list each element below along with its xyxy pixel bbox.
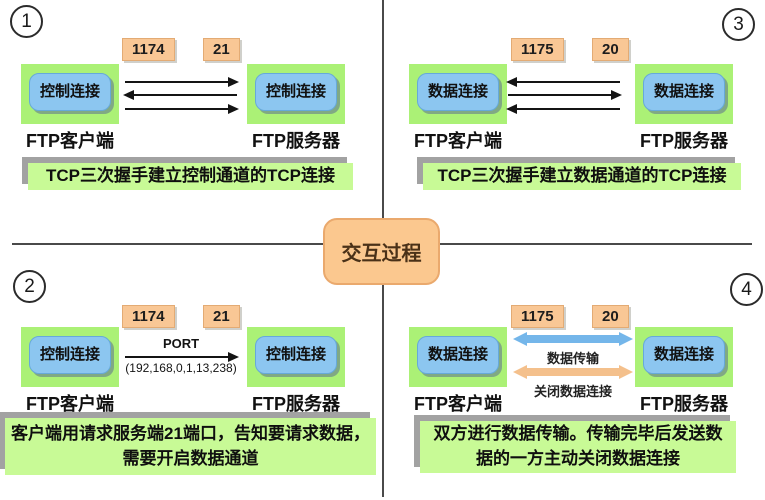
arrow-left-icon (506, 77, 620, 87)
close-connection-label: 关闭数据连接 (533, 384, 612, 399)
center-title-box: 交互过程 (323, 218, 440, 285)
step-3-caption: TCP三次握手建立数据通道的TCP连接 (423, 163, 741, 190)
arrow-right-icon (125, 352, 239, 362)
ftp-client-label: FTP客户端 (26, 394, 114, 414)
server-node-pad: 控制连接 (247, 64, 345, 124)
port-arguments-label: (192,168,0,1,13,238) (125, 361, 237, 375)
data-connection-chip: 数据连接 (417, 336, 499, 374)
quadrant-2-port-request: 2 1174 21 控制连接 控制连接 PORT (192,168,0,1,13… (0, 244, 382, 500)
data-transfer-label: 数据传输 (546, 351, 599, 366)
caption-line: 需要开启数据通道 (122, 448, 259, 468)
client-node-pad: 数据连接 (409, 64, 507, 124)
center-title: 交互过程 (341, 243, 422, 265)
step-2-badge: 2 (13, 270, 46, 303)
control-connection-chip: 控制连接 (29, 73, 111, 111)
ftp-server-label: FTP服务器 (640, 394, 728, 414)
step-1-badge: 1 (10, 5, 43, 38)
ftp-client-label: FTP客户端 (26, 131, 114, 151)
close-connection-double-arrow-icon (513, 365, 633, 379)
ftp-server-label: FTP服务器 (640, 131, 728, 151)
client-node-pad: 数据连接 (409, 327, 507, 387)
server-port-tag: 20 (592, 305, 629, 328)
control-connection-chip: 控制连接 (255, 73, 337, 111)
quadrant-1-control-handshake: 1 1174 21 控制连接 控制连接 FTP客户端 FTP服务器 TCP三次握… (0, 0, 382, 244)
step-3-badge: 3 (722, 8, 755, 41)
data-transfer-double-arrow-icon (513, 332, 633, 346)
client-node-pad: 控制连接 (21, 64, 119, 124)
server-port-tag: 20 (592, 38, 629, 61)
ftp-client-label: FTP客户端 (414, 131, 502, 151)
arrow-right-icon (125, 77, 239, 87)
quadrant-3-data-handshake: 3 1175 20 数据连接 数据连接 FTP客户端 FTP服务器 TCP三次握… (383, 0, 765, 244)
step-1-caption: TCP三次握手建立控制通道的TCP连接 (28, 163, 353, 190)
server-port-tag: 21 (203, 38, 240, 61)
data-connection-chip: 数据连接 (417, 73, 499, 111)
data-connection-chip: 数据连接 (643, 336, 725, 374)
client-port-tag: 1174 (122, 38, 175, 61)
ftp-server-label: FTP服务器 (252, 131, 340, 151)
control-connection-chip: 控制连接 (255, 336, 337, 374)
server-node-pad: 数据连接 (635, 64, 733, 124)
client-port-tag: 1175 (511, 38, 564, 61)
client-node-pad: 控制连接 (21, 327, 119, 387)
step-4-caption: 双方进行数据传输。传输完毕后发送数 据的一方主动关闭数据连接 (420, 421, 736, 473)
control-connection-chip: 控制连接 (29, 336, 111, 374)
server-node-pad: 控制连接 (247, 327, 345, 387)
ftp-server-label: FTP服务器 (252, 394, 340, 414)
arrow-left-icon (506, 104, 620, 114)
ftp-client-label: FTP客户端 (414, 394, 502, 414)
caption-line: 双方进行数据传输。传输完毕后发送数 (433, 424, 723, 444)
arrow-right-icon (508, 90, 622, 100)
caption-line: 客户端用请求服务端21端口，告知要请求数据， (11, 423, 370, 443)
caption-line: 据的一方主动关闭数据连接 (476, 449, 680, 468)
server-node-pad: 数据连接 (635, 327, 733, 387)
port-command-label: PORT (162, 336, 200, 351)
data-connection-chip: 数据连接 (643, 73, 725, 111)
server-port-tag: 21 (203, 305, 240, 328)
arrow-left-icon (123, 90, 237, 100)
client-port-tag: 1175 (511, 305, 564, 328)
caption-line: TCP三次握手建立控制通道的TCP连接 (46, 166, 335, 186)
caption-line: TCP三次握手建立数据通道的TCP连接 (437, 166, 727, 186)
step-2-caption: 客户端用请求服务端21端口，告知要请求数据， 需要开启数据通道 (5, 418, 376, 475)
client-port-tag: 1174 (122, 305, 175, 328)
arrow-right-icon (125, 104, 239, 114)
step-4-badge: 4 (730, 273, 763, 306)
quadrant-4-transfer-close: 4 1175 20 数据连接 数据连接 数据传输 关闭数据连接 FTP客户端 F… (383, 244, 765, 500)
